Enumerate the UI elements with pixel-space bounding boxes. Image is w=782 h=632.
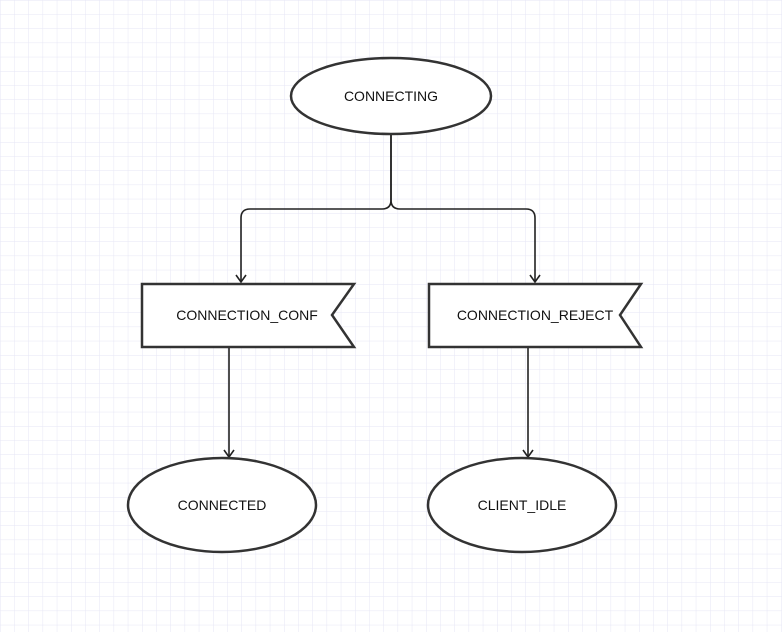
signal-shape: [140, 282, 357, 349]
node-connected[interactable]: CONNECTED: [126, 456, 318, 554]
state-ellipse: [426, 456, 618, 554]
node-connecting-label: CONNECTING: [344, 88, 438, 104]
state-ellipse: [126, 456, 318, 554]
signal-shape: [427, 282, 644, 349]
node-client-idle[interactable]: CLIENT_IDLE: [426, 456, 618, 554]
node-connection-conf-label: CONNECTION_CONF: [176, 307, 318, 323]
node-connecting[interactable]: CONNECTING: [289, 56, 493, 136]
edges: [223, 133, 541, 459]
edge-connecting-to-connection-reject: [390, 133, 541, 284]
node-connection-reject[interactable]: CONNECTION_REJECT: [427, 282, 644, 349]
node-connected-label: CONNECTED: [178, 497, 267, 513]
node-connection-reject-label: CONNECTION_REJECT: [457, 307, 614, 323]
node-connection-conf[interactable]: CONNECTION_CONF: [140, 282, 357, 349]
edge-connecting-to-connection-conf: [235, 133, 392, 284]
state-ellipse: [289, 56, 493, 136]
node-client-idle-label: CLIENT_IDLE: [478, 497, 567, 513]
